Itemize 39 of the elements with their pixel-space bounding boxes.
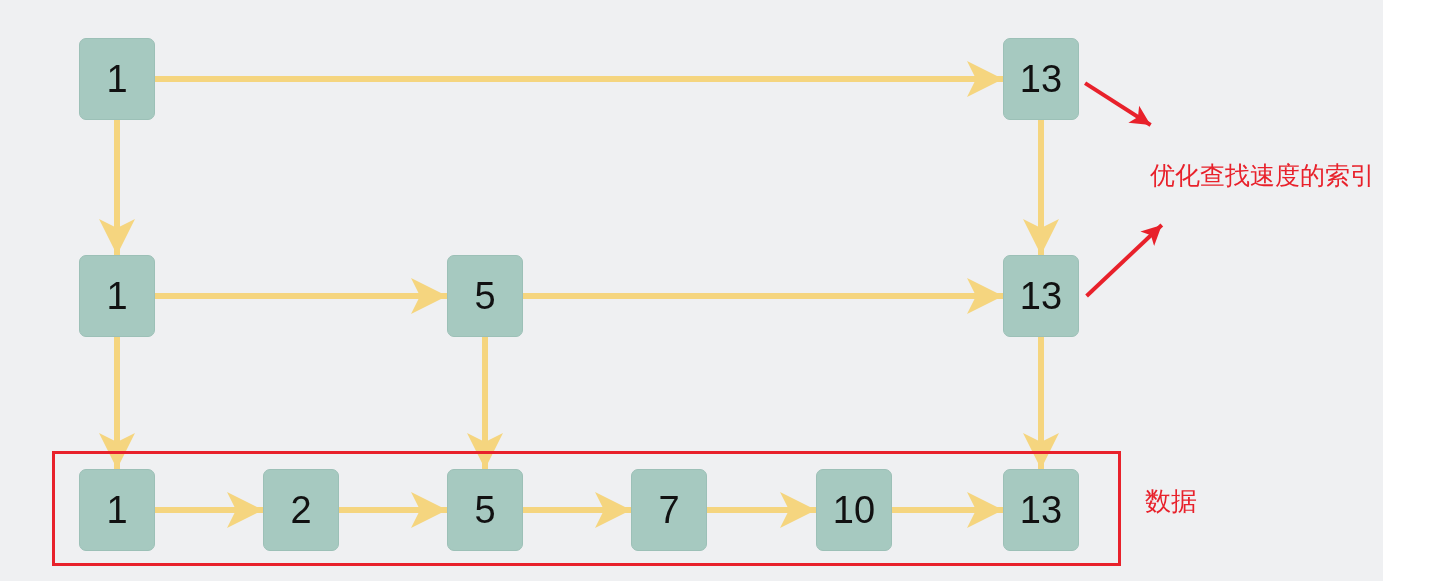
node-label: 7 bbox=[658, 488, 680, 532]
arrow bbox=[1085, 223, 1164, 298]
arrow bbox=[339, 492, 447, 528]
annotation-label: 优化查找速度的索引 bbox=[1150, 159, 1375, 191]
arrow bbox=[99, 337, 135, 469]
arrow bbox=[1084, 81, 1152, 127]
node-label: 13 bbox=[1019, 57, 1063, 101]
arrow bbox=[1023, 337, 1059, 469]
arrow bbox=[523, 278, 1003, 314]
node-label: 1 bbox=[106, 274, 128, 318]
node-box bbox=[263, 469, 339, 551]
arrow bbox=[155, 492, 263, 528]
node-label: 10 bbox=[832, 488, 876, 532]
node-box bbox=[631, 469, 707, 551]
arrow bbox=[155, 278, 447, 314]
node-box bbox=[79, 38, 155, 120]
arrow bbox=[1023, 120, 1059, 255]
node-box bbox=[447, 469, 523, 551]
arrow bbox=[892, 492, 1003, 528]
node-box bbox=[816, 469, 892, 551]
node-box bbox=[447, 255, 523, 337]
node-label: 2 bbox=[290, 488, 312, 532]
node-label: 13 bbox=[1019, 274, 1063, 318]
node-label: 5 bbox=[474, 488, 496, 532]
frame-label: 数据 bbox=[1145, 485, 1197, 518]
node-box bbox=[1003, 38, 1079, 120]
node-label: 13 bbox=[1019, 488, 1063, 532]
arrow bbox=[155, 61, 1003, 97]
arrow bbox=[707, 492, 816, 528]
node-box bbox=[79, 255, 155, 337]
node-box bbox=[1003, 469, 1079, 551]
arrow bbox=[99, 120, 135, 255]
node-label: 5 bbox=[474, 274, 496, 318]
arrow bbox=[467, 337, 503, 469]
node-label: 1 bbox=[106, 488, 128, 532]
node-label: 1 bbox=[106, 57, 128, 101]
node-box bbox=[1003, 255, 1079, 337]
node-box bbox=[79, 469, 155, 551]
arrow bbox=[523, 492, 631, 528]
